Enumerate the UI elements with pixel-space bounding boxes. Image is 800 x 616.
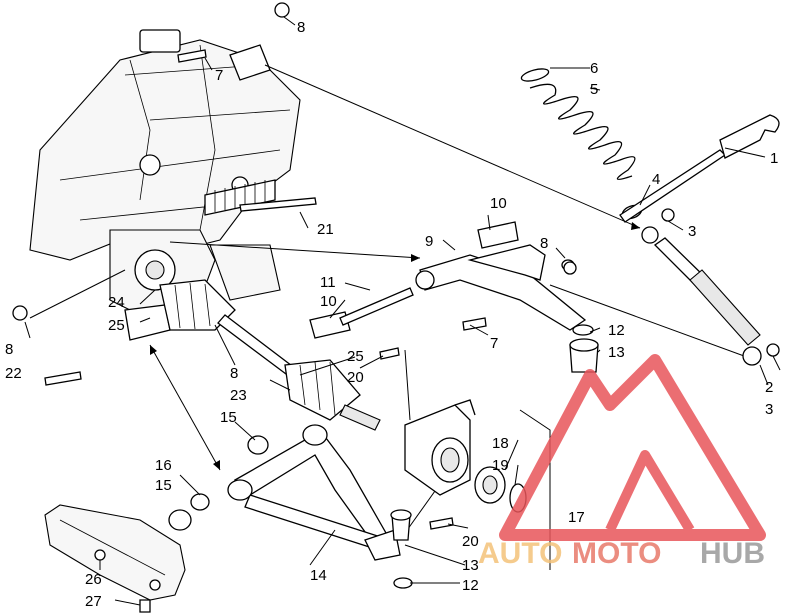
upper-a-arm <box>309 221 587 339</box>
callout-17: 17 <box>568 509 585 526</box>
callout-16: 16 <box>155 457 172 474</box>
callout-1: 1 <box>770 150 778 167</box>
callout-2: 2 <box>765 379 773 396</box>
callout-6: 6 <box>590 60 598 77</box>
bolts <box>12 2 780 530</box>
steering-knuckle <box>404 399 476 496</box>
callout-4: 4 <box>652 171 660 188</box>
coil-spring <box>520 68 636 181</box>
callout-8-axle: 8 <box>230 365 238 382</box>
callout-8-top: 8 <box>297 19 305 36</box>
callout-25-left: 25 <box>108 317 125 334</box>
lower-a-arm <box>168 424 401 561</box>
callout-leaders <box>24 16 781 606</box>
watermark-hub: HUB <box>700 537 765 570</box>
callout-23: 23 <box>230 387 247 404</box>
callout-3-lower: 3 <box>765 401 773 418</box>
callout-27: 27 <box>85 593 102 610</box>
watermark-auto: AUTO <box>478 537 562 570</box>
callout-19: 19 <box>492 457 509 474</box>
shock-absorber <box>619 114 780 366</box>
callout-11: 11 <box>320 274 336 291</box>
callout-7-lower: 7 <box>490 335 498 352</box>
skid-plate <box>44 504 186 613</box>
callout-7-upper: 7 <box>215 67 223 84</box>
lower-ball-joint <box>390 509 413 589</box>
callout-12-upper: 12 <box>608 322 625 339</box>
watermark: AUTO MOTO HUB <box>478 354 766 570</box>
callout-15-lower: 15 <box>155 477 172 494</box>
callout-labels: 1 2 3 3 4 5 6 7 7 8 8 8 8 9 10 10 11 12 … <box>5 19 778 610</box>
callout-24: 24 <box>108 294 125 311</box>
callout-8-arm: 8 <box>540 235 548 252</box>
callout-3-upper: 3 <box>688 223 696 240</box>
vehicle-frame <box>29 29 301 341</box>
triangle-m-logo-icon <box>499 354 766 541</box>
watermark-moto: MOTO <box>572 537 661 570</box>
callout-10-lower: 10 <box>320 293 337 310</box>
callout-10-upper: 10 <box>490 195 507 212</box>
callout-13-lower: 13 <box>462 557 479 574</box>
callout-13-upper: 13 <box>608 344 625 361</box>
callout-25-right: 25 <box>347 348 364 365</box>
callout-20-upper: 20 <box>347 369 364 386</box>
cv-axle <box>159 279 381 431</box>
callout-22: 22 <box>5 365 22 382</box>
callout-14: 14 <box>310 567 327 584</box>
callout-18: 18 <box>492 435 509 452</box>
callout-9: 9 <box>425 233 433 250</box>
callout-12-lower: 12 <box>462 577 479 594</box>
callout-20-lower: 20 <box>462 533 479 550</box>
upper-ball-joint <box>569 324 599 373</box>
callout-5: 5 <box>590 81 598 98</box>
callout-21: 21 <box>317 221 334 238</box>
callout-26: 26 <box>85 571 102 588</box>
callout-15-upper: 15 <box>220 409 237 426</box>
callout-8-left: 8 <box>5 341 13 358</box>
